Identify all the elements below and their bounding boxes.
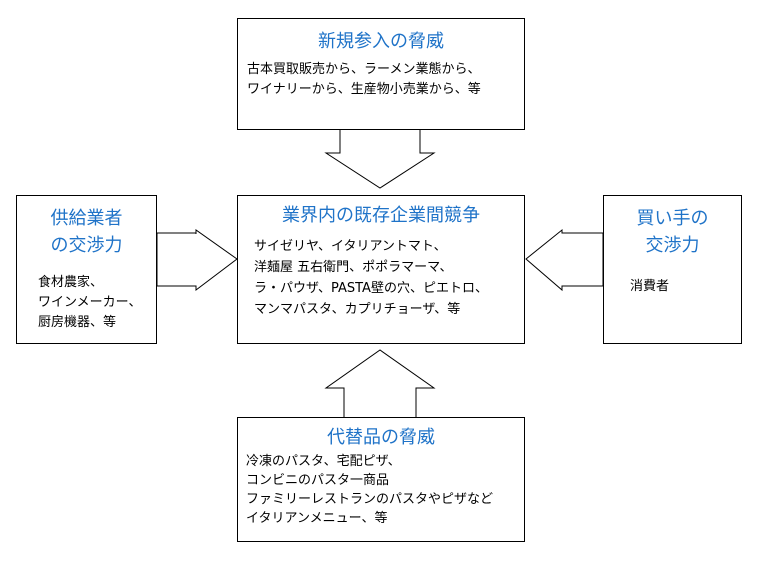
buyer-power-line: 消費者	[630, 279, 670, 294]
substitutes-line: ファミリーレストランのパスタやピザなど	[246, 492, 494, 507]
supplier-power-box: 供給業者 の交渉力 食材農家、 ワインメーカー、 厨房機器、等	[16, 195, 157, 344]
new-entrants-line: 古本買取販売から、ラーメン業態から、	[247, 62, 481, 77]
rivalry-title: 業界内の既存企業間競争	[282, 205, 480, 226]
buyer-power-box: 買い手の 交渉力 消費者	[603, 195, 742, 344]
arrow-left-to-center	[525, 228, 604, 292]
new-entrants-box: 新規参入の脅威 古本買取販売から、ラーメン業態から、 ワイナリーから、生産物小売…	[237, 18, 525, 130]
arrow-up-to-center	[324, 349, 436, 419]
supplier-power-title: の交渉力	[50, 235, 123, 256]
supplier-power-line: ワインメーカー、	[38, 295, 142, 310]
substitutes-title: 代替品の脅威	[327, 427, 435, 448]
substitutes-box: 代替品の脅威 冷凍のパスタ、宅配ピザ、 コンビニのパスタ一商品 ファミリーレスト…	[237, 417, 525, 542]
arrow-right-to-center	[156, 229, 238, 292]
substitutes-line: コンビニのパスタ一商品	[246, 473, 390, 488]
buyer-power-title: 交渉力	[645, 235, 700, 256]
rivalry-box: 業界内の既存企業間競争 サイゼリヤ、イタリアントマト、 洋麺屋 五右衛門、ポポラ…	[237, 195, 525, 344]
rivalry-line: ラ・パウザ、PASTA壁の穴、ピエトロ、	[254, 281, 488, 296]
supplier-power-title: 供給業者	[50, 208, 123, 229]
supplier-power-line: 食材農家、	[38, 275, 104, 290]
new-entrants-title: 新規参入の脅威	[318, 31, 444, 52]
arrow-down-to-center	[324, 128, 436, 189]
rivalry-line: マンマパスタ、カプリチョーザ、等	[254, 302, 461, 317]
supplier-power-line: 厨房機器、等	[38, 315, 117, 330]
rivalry-line: 洋麺屋 五右衛門、ポポラマーマ、	[254, 260, 453, 275]
substitutes-line: イタリアンメニュー、等	[246, 511, 388, 526]
buyer-power-title: 買い手の	[636, 208, 709, 229]
rivalry-line: サイゼリヤ、イタリアントマト、	[254, 239, 447, 254]
new-entrants-line: ワイナリーから、生産物小売業から、等	[247, 82, 481, 97]
substitutes-line: 冷凍のパスタ、宅配ピザ、	[246, 454, 401, 469]
